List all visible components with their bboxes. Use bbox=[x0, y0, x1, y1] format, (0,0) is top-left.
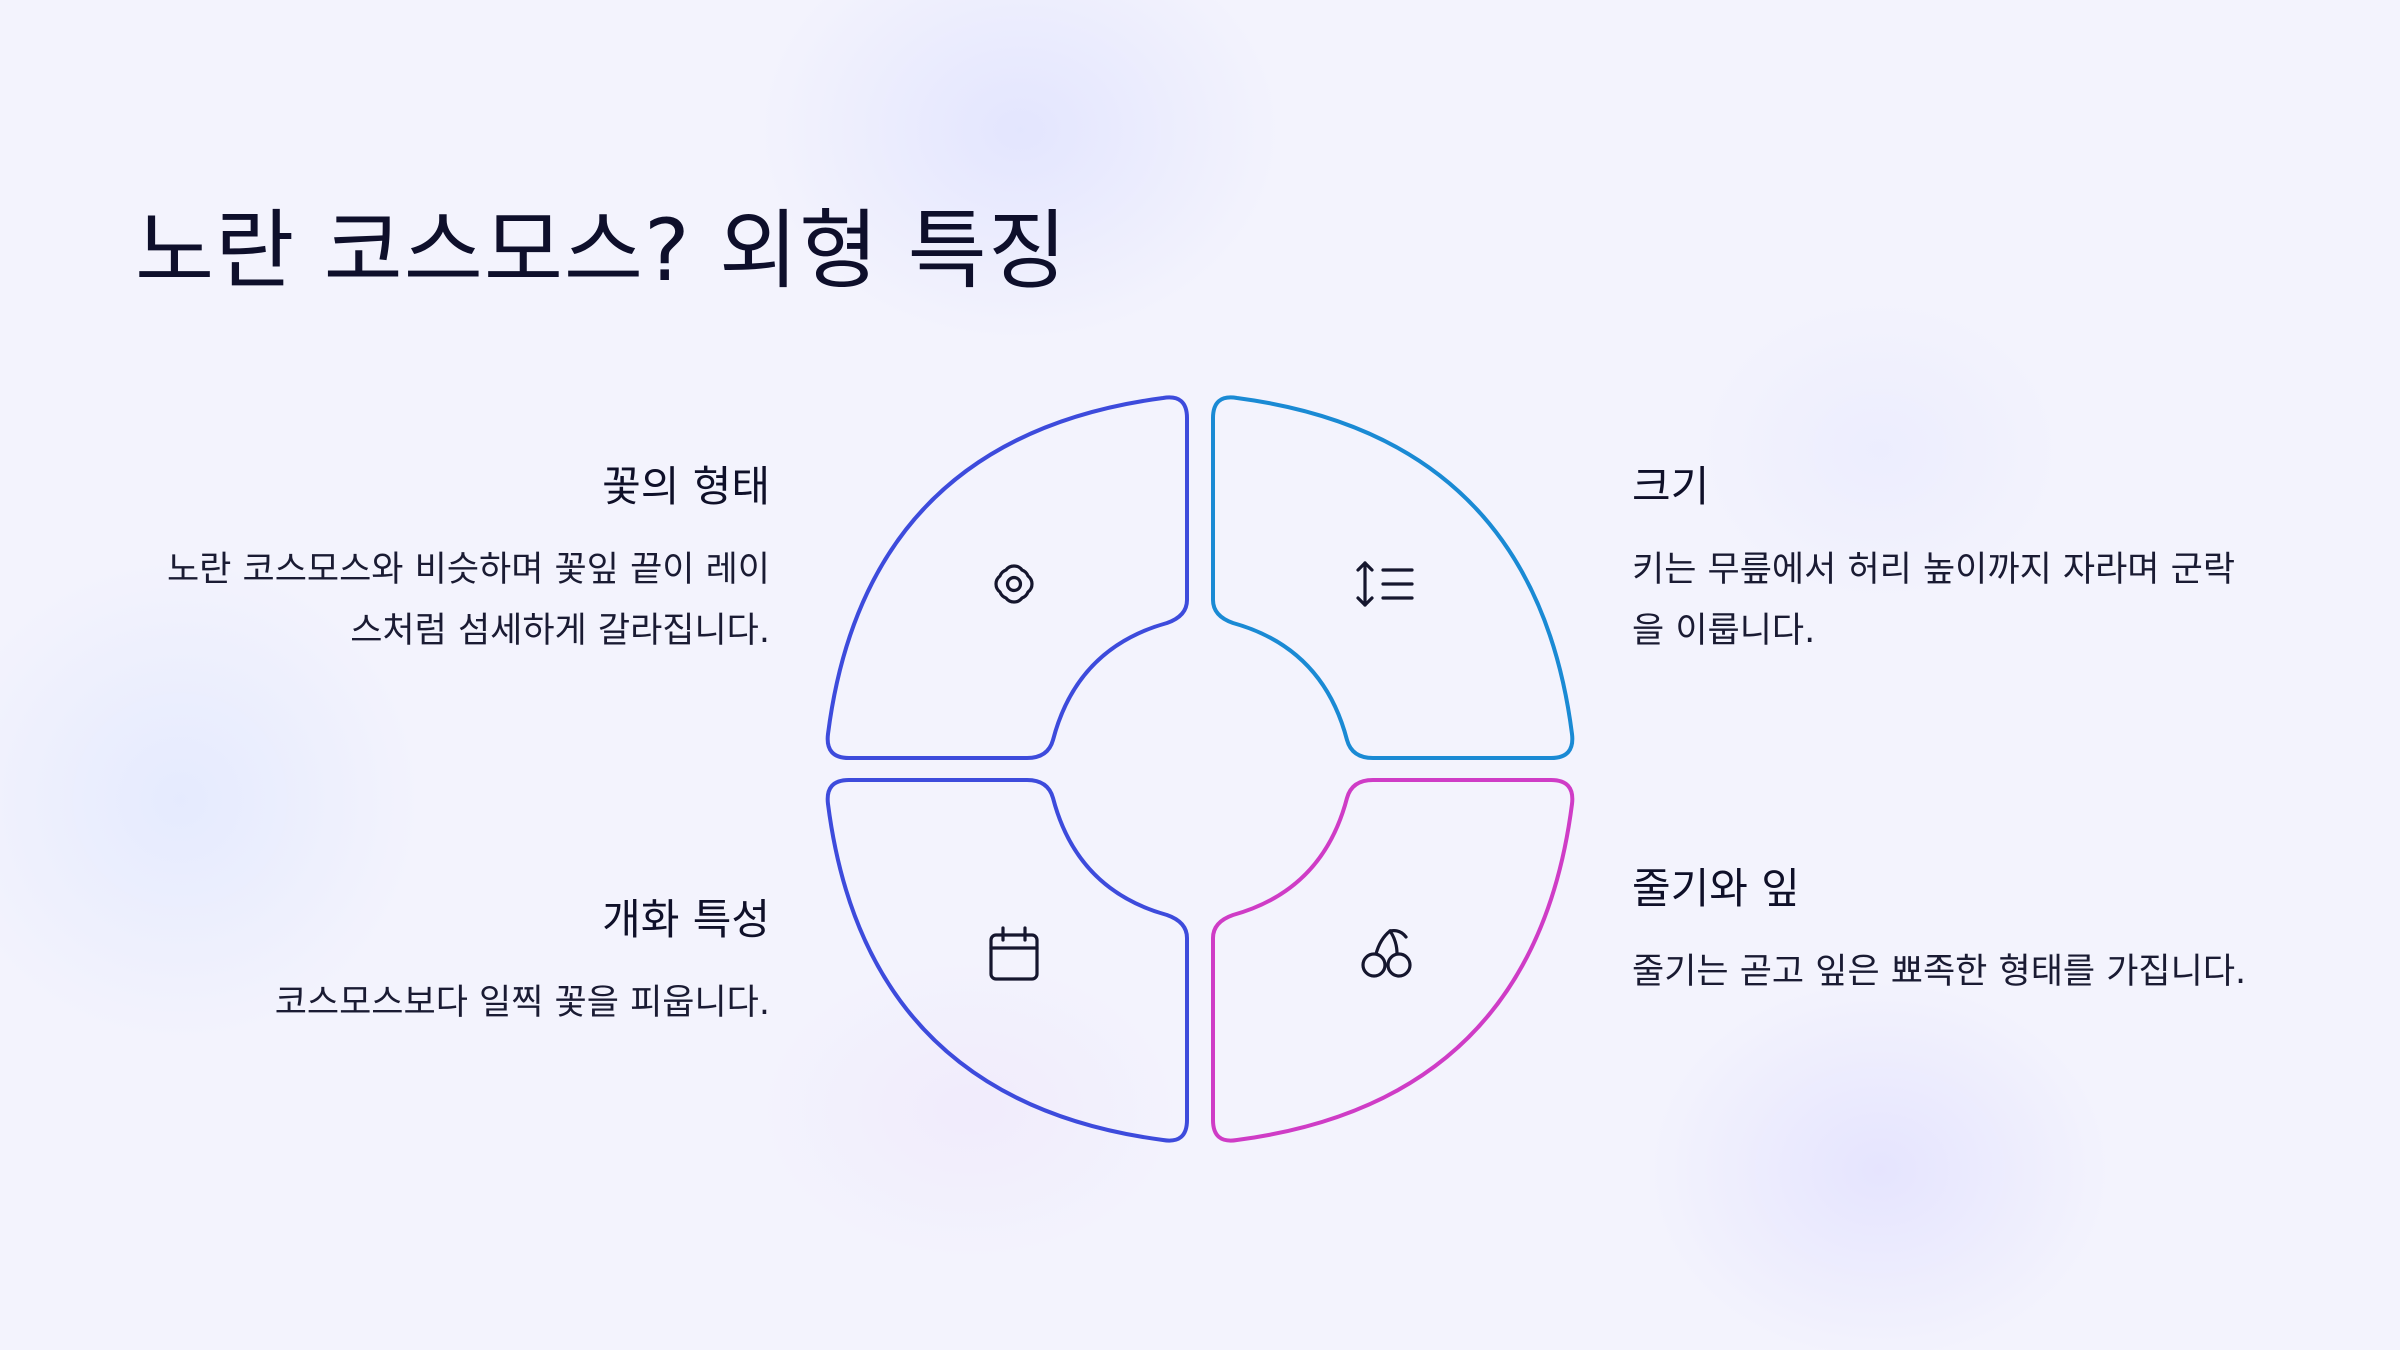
calendar-icon bbox=[989, 926, 1039, 981]
segment-description: 코스모스보다 일찍 꽃을 피웁니다. bbox=[274, 983, 770, 1024]
segment-description: 노란 코스모스와 비슷하며 꽃잎 끝이 레이스처럼 섬세하게 갈라집니다. bbox=[166, 550, 770, 652]
segment-text-stem-leaf: 줄기와 잎 줄기는 곧고 잎은 뾰족한 형태를 가집니다. bbox=[1632, 864, 2272, 1003]
segment-title: 꽃의 형태 bbox=[602, 462, 770, 511]
segment-text-blooming: 개화 특성 코스모스보다 일찍 꽃을 피웁니다. bbox=[130, 895, 770, 1034]
segment-shape-size bbox=[1211, 395, 1575, 760]
flower-icon bbox=[994, 564, 1034, 604]
cherries-icon bbox=[1361, 929, 1412, 978]
segment-description: 키는 무릎에서 허리 높이까지 자라며 군락을 이룹니다. bbox=[1632, 550, 2236, 652]
segment-text-size: 크기 키는 무릎에서 허리 높이까지 자라며 군락을 이룹니다. bbox=[1632, 462, 2272, 662]
segment-title: 개화 특성 bbox=[602, 895, 770, 944]
segment-title: 크기 bbox=[1632, 462, 1710, 511]
segment-shape-flower-form bbox=[825, 395, 1189, 760]
page-title: 노란 코스모스? 외형 특징 bbox=[135, 201, 1068, 301]
segment-shape-blooming bbox=[825, 778, 1189, 1143]
segment-text-flower-form: 꽃의 형태 노란 코스모스와 비슷하며 꽃잎 끝이 레이스처럼 섬세하게 갈라집… bbox=[130, 462, 770, 662]
segment-title: 줄기와 잎 bbox=[1632, 864, 1800, 913]
segment-shape-stem-leaf bbox=[1211, 778, 1575, 1143]
segment-description: 줄기는 곧고 잎은 뾰족한 형태를 가집니다. bbox=[1632, 952, 2247, 993]
arrows-height-icon bbox=[1356, 561, 1414, 607]
